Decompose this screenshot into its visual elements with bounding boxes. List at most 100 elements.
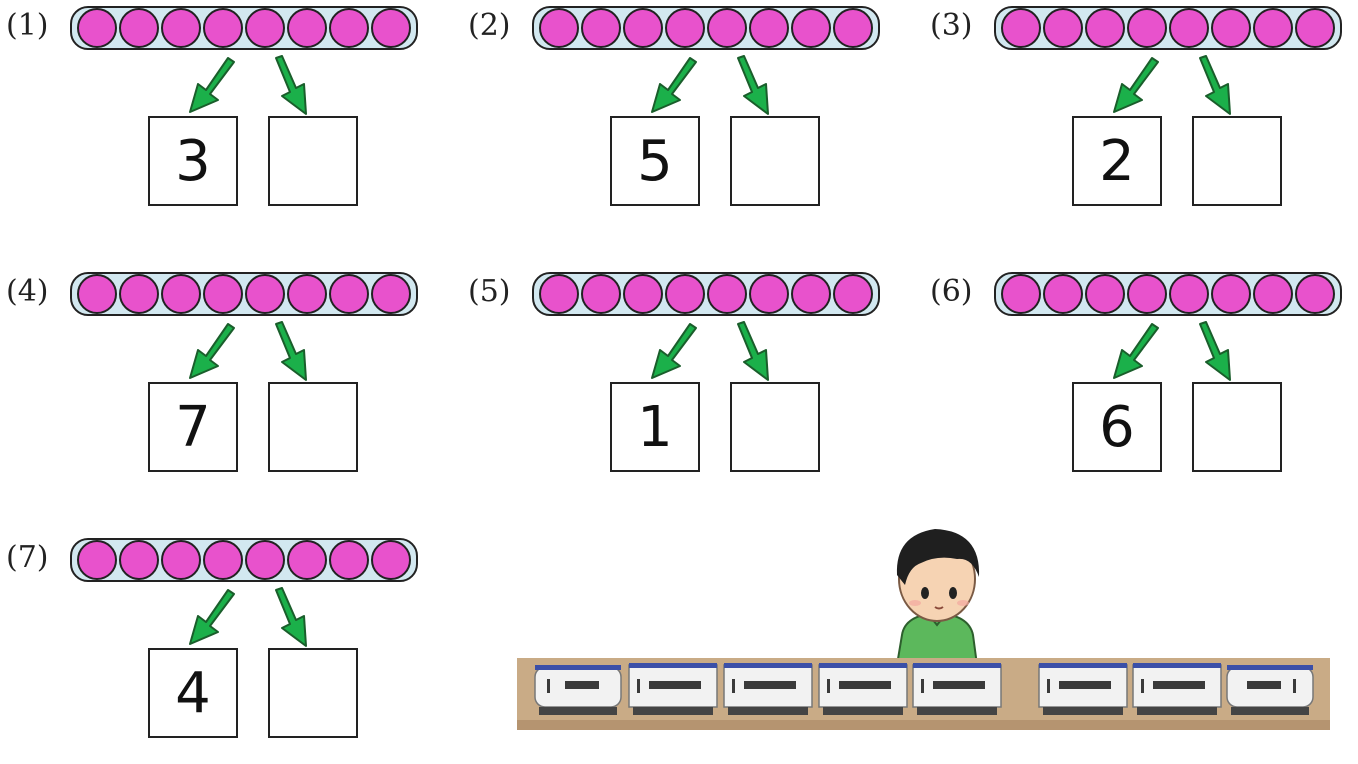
train-car [913,663,1001,715]
arrow-right-icon [276,56,306,114]
bead-tray [994,272,1342,316]
bead [749,8,789,48]
problem-label: (3) [930,8,973,43]
bead [77,274,117,314]
split-arrows [178,588,328,650]
bead [287,540,327,580]
bead [1211,8,1251,48]
bead [581,8,621,48]
train-car [629,663,717,715]
problem-label: (5) [468,274,511,309]
arrow-left-icon [190,590,234,644]
arrow-right-icon [276,322,306,380]
arrow-right-icon [738,322,768,380]
problem-7: (7) 4 [6,534,446,764]
bead [371,540,411,580]
bead [77,8,117,48]
bead [581,274,621,314]
problem-label: (1) [6,8,49,43]
train-car [1227,665,1313,715]
bead [833,274,873,314]
answer-box[interactable] [268,116,358,206]
given-number-box: 2 [1072,116,1162,206]
arrow-right-icon [738,56,768,114]
split-arrows [640,322,790,384]
given-number-box: 4 [148,648,238,738]
arrow-right-icon [1200,56,1230,114]
bead [1295,274,1335,314]
answer-box[interactable] [1192,116,1282,206]
bead [161,274,201,314]
arrow-right-icon [276,588,306,646]
split-arrows [178,56,328,118]
bead [161,8,201,48]
train-car [535,665,621,715]
answer-box[interactable] [730,116,820,206]
arrow-left-icon [652,324,696,378]
bead-tray [70,6,418,50]
bead [1253,274,1293,314]
bead [245,8,285,48]
bead [329,274,369,314]
bead [833,8,873,48]
bead-tray [532,272,880,316]
train-car [1039,663,1127,715]
bead [245,540,285,580]
bead [539,274,579,314]
split-arrows [178,322,328,384]
bead [665,8,705,48]
bead [287,274,327,314]
bead [1043,274,1083,314]
split-arrows [1102,56,1252,118]
bead [371,8,411,48]
train-car [724,663,812,715]
bead [1001,274,1041,314]
bead [287,8,327,48]
arrow-left-icon [190,324,234,378]
bead [161,540,201,580]
answer-box[interactable] [1192,382,1282,472]
problem-6: (6) 6 [930,268,1358,498]
bead [1127,274,1167,314]
arrow-left-icon [1114,324,1158,378]
arrow-left-icon [1114,58,1158,112]
problem-label: (6) [930,274,973,309]
bead [707,274,747,314]
arrow-left-icon [652,58,696,112]
bead [1211,274,1251,314]
bead [119,274,159,314]
bead [623,8,663,48]
bead [203,8,243,48]
bead [1295,8,1335,48]
bead [707,8,747,48]
problem-5: (5) 1 [468,268,908,498]
answer-box[interactable] [268,382,358,472]
bead [371,274,411,314]
problem-3: (3) 2 [930,2,1358,232]
train-car [1133,663,1221,715]
bead-tray [994,6,1342,50]
given-number-box: 1 [610,382,700,472]
problem-1: (1) 3 [6,2,446,232]
bead-tray [70,538,418,582]
boy-train-illustration [517,515,1330,730]
problem-label: (7) [6,540,49,575]
bead [119,540,159,580]
answer-box[interactable] [268,648,358,738]
bead [539,8,579,48]
boy-figure [897,529,979,665]
bead-tray [532,6,880,50]
bead [791,8,831,48]
bead [1169,8,1209,48]
given-number-box: 3 [148,116,238,206]
problem-4: (4) 7 [6,268,446,498]
toy-train [535,663,1313,715]
bead [665,274,705,314]
given-number-box: 6 [1072,382,1162,472]
answer-box[interactable] [730,382,820,472]
bead [329,8,369,48]
train-car [819,663,907,715]
bead [1085,8,1125,48]
problem-label: (2) [468,8,511,43]
bead [1169,274,1209,314]
